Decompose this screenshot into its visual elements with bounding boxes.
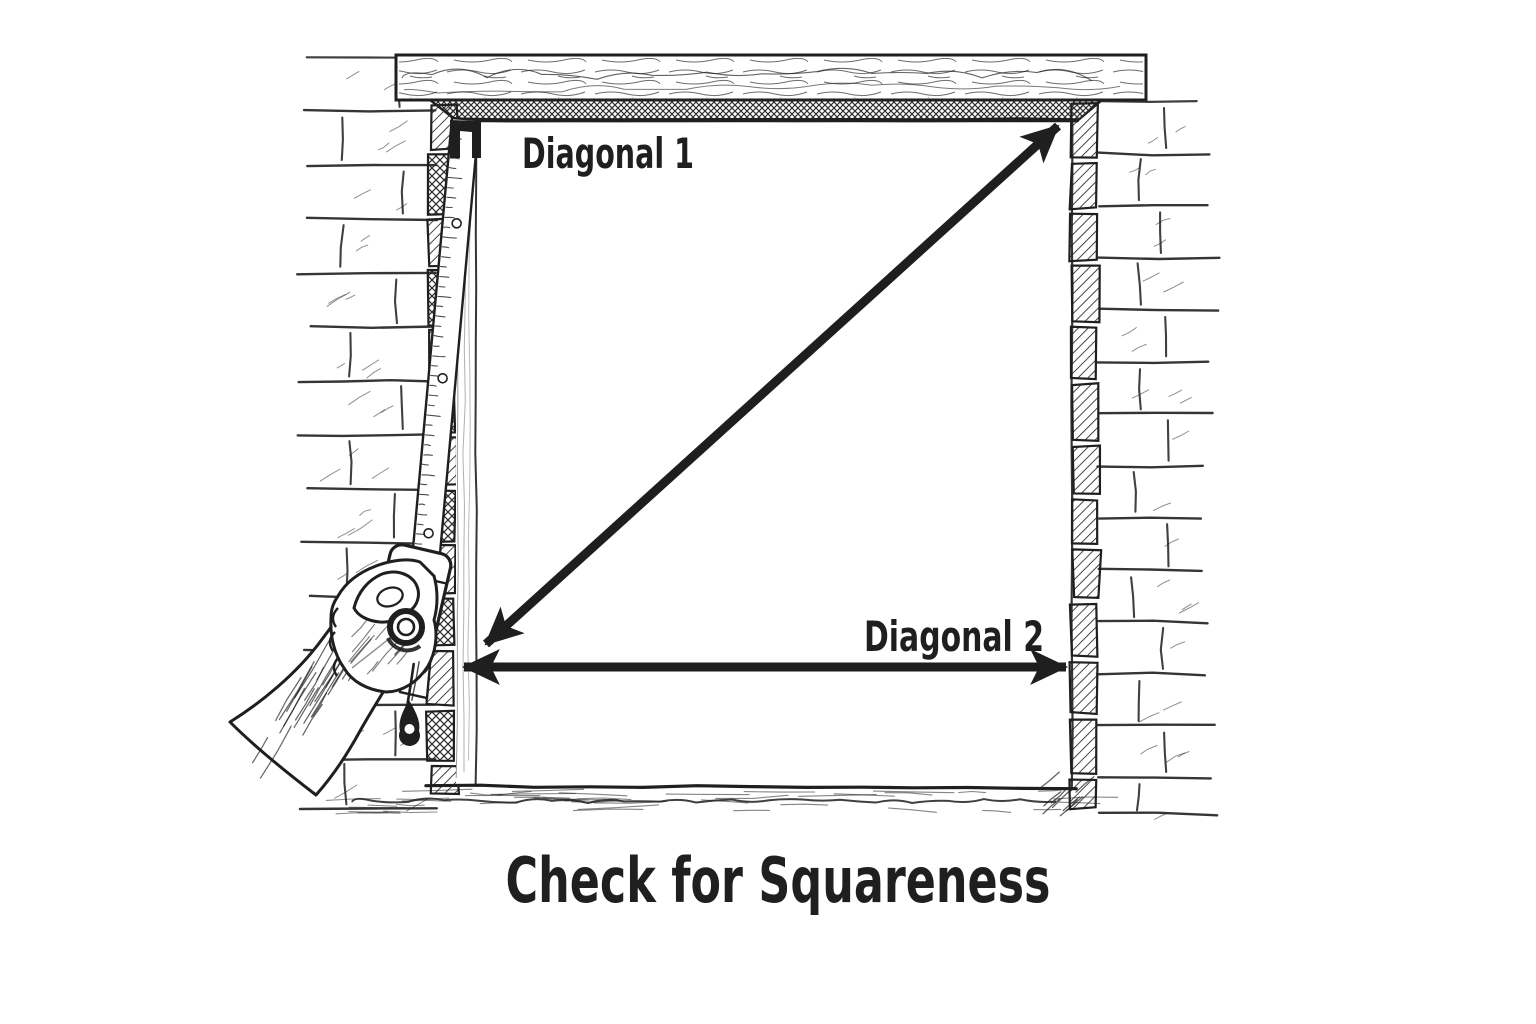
diagonal-2-label: Diagonal 2 [864,612,1044,661]
sill-line [325,771,1119,817]
measurement-arrows [461,122,1069,685]
diagonal-1-label: Diagonal 1 [522,129,694,178]
diagonal-1-arrow [482,122,1062,648]
brick-wall-right [1095,100,1221,820]
caption: Check for Squareness [506,844,1051,917]
wood-lintel-beam [394,53,1148,102]
hand-holding-tape-measure [228,543,453,797]
labels: Diagonal 1 Diagonal 2 Check for Squarene… [506,129,1051,917]
frame-jamb-blocks [424,101,1103,811]
inner-frame-edges [454,117,1079,788]
